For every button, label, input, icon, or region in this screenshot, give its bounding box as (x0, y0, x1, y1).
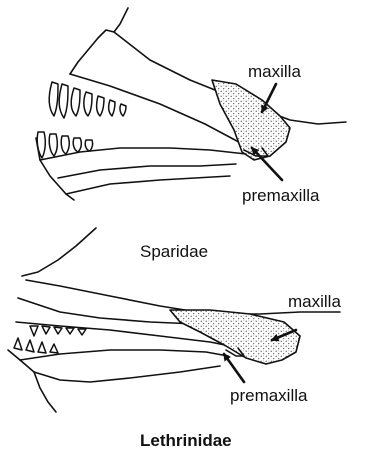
sparidae-jaw-drawing (36, 8, 346, 200)
lethrinidae-premaxilla-label: premaxilla (230, 386, 308, 405)
lethrinidae-lower-teeth (14, 338, 58, 353)
sparidae-premaxilla-label: premaxilla (242, 186, 320, 205)
sparidae-maxilla-label: maxilla (248, 62, 301, 81)
lethrinidae-family-name: Lethrinidae (140, 431, 232, 450)
lethrinidae-premaxilla-arrow (224, 354, 244, 382)
lethrinidae-maxilla-label: maxilla (288, 292, 341, 311)
sparidae-family-name: Sparidae (140, 242, 208, 261)
sparidae-lower-teeth (37, 132, 92, 158)
